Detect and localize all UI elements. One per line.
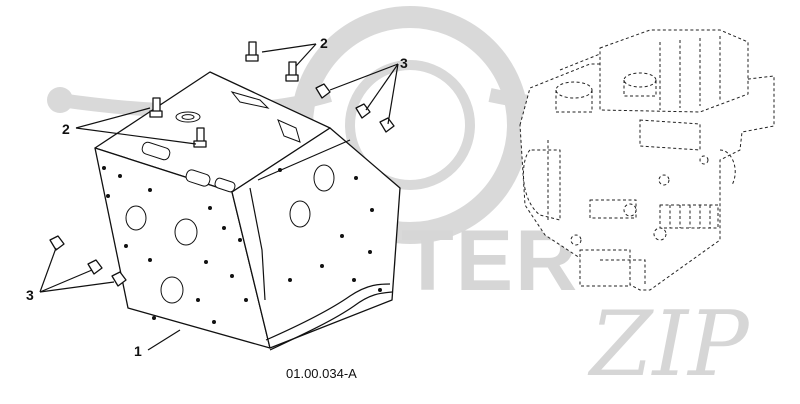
engine-mounting-frame: [94, 71, 401, 351]
watermark-zip-mark: ZIP: [587, 292, 750, 397]
hose-fittings: [149, 41, 299, 148]
callout-3-top: 3: [400, 55, 408, 71]
callout-3-left: 3: [26, 287, 34, 303]
callout-leaders: [39, 43, 399, 351]
plug-nuts: [49, 83, 395, 287]
figure-reference: 01.00.034-A: [286, 366, 357, 381]
engine-phantom-outline: [519, 29, 775, 291]
callout-1: 1: [134, 343, 142, 359]
callout-2-top: 2: [320, 35, 328, 51]
callout-2-left: 2: [62, 121, 70, 137]
